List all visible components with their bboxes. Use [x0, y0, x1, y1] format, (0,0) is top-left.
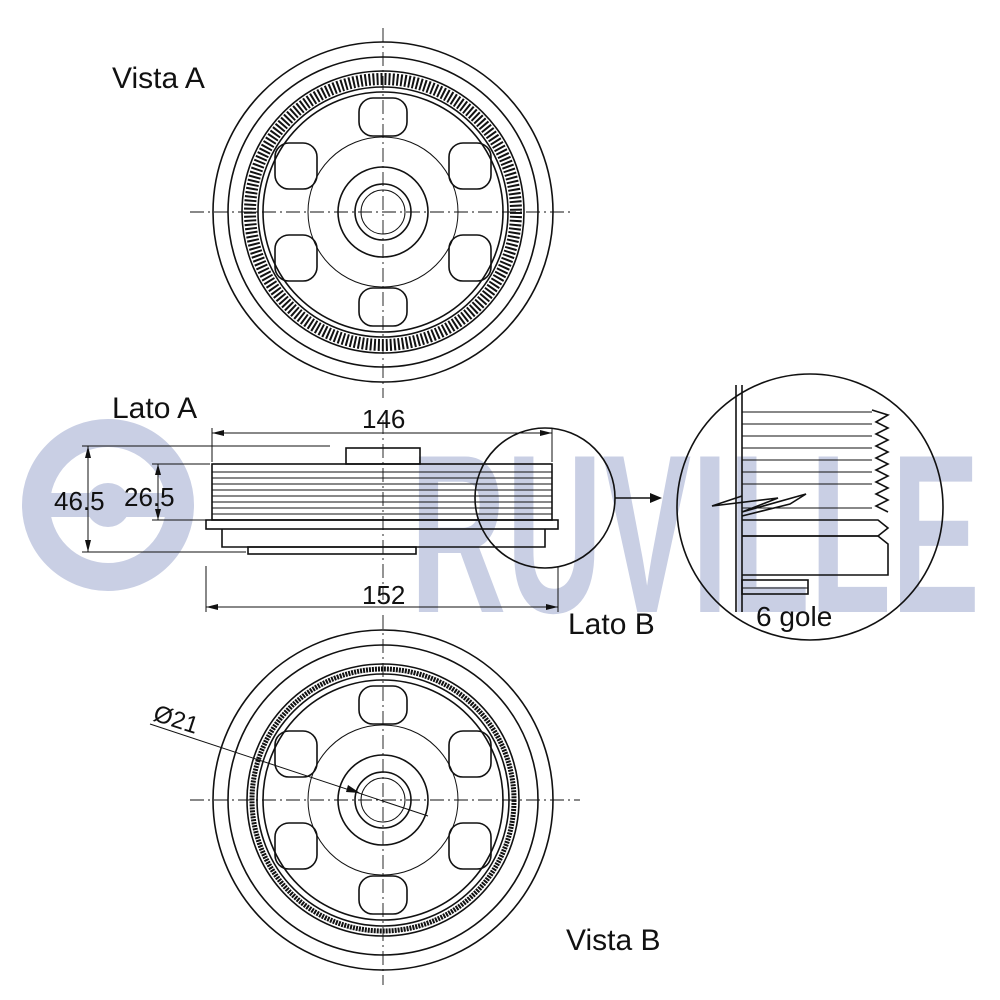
grooves-label: 6 gole [756, 601, 832, 632]
dim-inner-height: 26.5 [124, 482, 175, 512]
detail-grooves [742, 411, 872, 509]
view-a-holes [274, 97, 492, 327]
view-b-holes [274, 685, 492, 915]
watermark-logo: RUVILLE [22, 407, 980, 660]
dim-bottom-width: 152 [362, 580, 405, 610]
watermark-emblem [22, 419, 194, 591]
dim-46-5 [82, 445, 330, 553]
bore-leader [149, 723, 429, 817]
view-a-label: Vista A [112, 62, 205, 95]
bore-diameter-label: Ø21 [150, 700, 201, 740]
dim-26-5 [152, 463, 210, 521]
side-a-label: Lato A [112, 392, 197, 425]
side-view-drawing [82, 420, 662, 612]
detail-view-drawing [676, 373, 944, 641]
side-b-label: Lato B [568, 608, 655, 641]
view-b-label: Vista B [566, 924, 661, 957]
dim-152 [205, 566, 559, 612]
dim-outer-height: 46.5 [54, 486, 105, 516]
dim-top-width: 146 [362, 404, 405, 434]
view-b-drawing [149, 615, 580, 985]
side-view-grooves [212, 471, 552, 515]
view-a-drawing [190, 28, 572, 398]
watermark-text: RUVILLE [410, 407, 980, 660]
dim-146 [211, 428, 553, 462]
